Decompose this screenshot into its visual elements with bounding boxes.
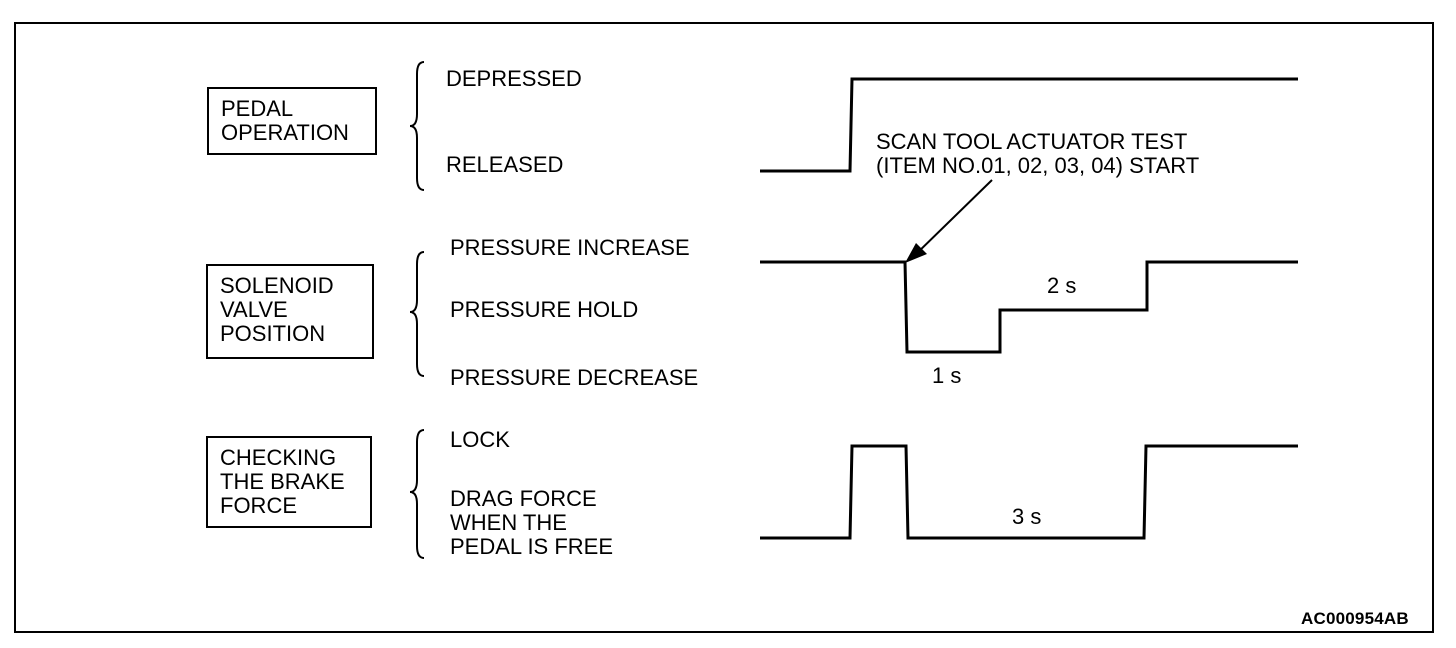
checking-brake-force-box: CHECKING THE BRAKE FORCE <box>206 436 372 528</box>
state-lock-label: LOCK <box>450 427 510 452</box>
pedal-operation-waveform <box>760 77 1298 173</box>
brace-solenoid <box>409 251 425 377</box>
pedal-operation-box: PEDAL OPERATION <box>207 87 377 155</box>
state-pressure-hold-label: PRESSURE HOLD <box>450 297 639 322</box>
annotation-arrow-line <box>911 179 993 259</box>
brace-pedal <box>409 61 425 191</box>
state-drag-force-label: DRAG FORCE WHEN THE PEDAL IS FREE <box>450 486 614 559</box>
brace-brake-force <box>409 429 425 559</box>
solenoid-valve-waveform <box>760 260 1298 354</box>
duration-2s-label: 2 s <box>1047 273 1077 298</box>
state-pressure-decrease-label: PRESSURE DECREASE <box>450 365 699 390</box>
state-depressed-label: DEPRESSED <box>446 66 582 91</box>
brake-force-waveform <box>760 444 1298 540</box>
diagram-frame <box>14 22 1434 633</box>
annotation-arrowhead <box>905 243 927 263</box>
solenoid-valve-position-box: SOLENOID VALVE POSITION <box>206 264 374 359</box>
duration-3s-label: 3 s <box>1012 504 1042 529</box>
state-released-label: RELEASED <box>446 152 564 177</box>
duration-1s-label: 1 s <box>932 363 962 388</box>
state-pressure-increase-label: PRESSURE INCREASE <box>450 235 690 260</box>
figure-code: AC000954AB <box>1301 609 1409 628</box>
scan-tool-annotation: SCAN TOOL ACTUATOR TEST (ITEM NO.01, 02,… <box>876 129 1200 178</box>
